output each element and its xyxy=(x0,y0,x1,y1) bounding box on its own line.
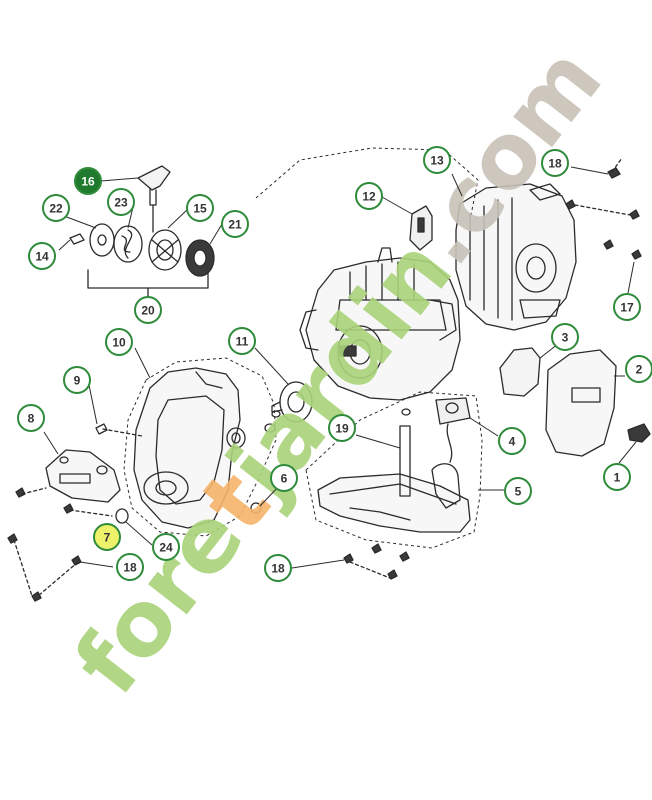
callout-label: 8 xyxy=(28,412,35,426)
callout-label: 1 xyxy=(614,471,621,485)
callout-label: 14 xyxy=(35,250,49,264)
callout-label: 15 xyxy=(193,202,207,216)
callout-circle xyxy=(152,533,180,561)
callout-label: 20 xyxy=(141,304,155,318)
callout-label: 18 xyxy=(123,561,137,575)
callout-label: 18 xyxy=(271,562,285,576)
callout-c6[interactable]: 6 xyxy=(270,464,298,492)
callout-c13[interactable]: 13 xyxy=(423,146,451,174)
fuel-tank-part xyxy=(317,408,471,533)
callout-label: 7 xyxy=(104,531,111,545)
carburetor-part xyxy=(435,397,471,463)
callout-c8[interactable]: 8 xyxy=(17,404,45,432)
callout-c14[interactable]: 14 xyxy=(28,242,56,270)
callout-label: 9 xyxy=(74,374,81,388)
callout-c18a[interactable]: 18 xyxy=(541,149,569,177)
air-filter-part xyxy=(499,347,651,457)
callout-label: 12 xyxy=(362,190,376,204)
ignition-part xyxy=(409,205,433,251)
callout-label: 6 xyxy=(281,472,288,486)
callout-label: 19 xyxy=(335,422,349,436)
callout-c11[interactable]: 11 xyxy=(228,327,256,355)
callout-c22[interactable]: 22 xyxy=(42,194,70,222)
callout-circle xyxy=(42,194,70,222)
cover-plate-part xyxy=(45,449,121,503)
callout-label: 4 xyxy=(509,435,516,449)
callout-label: 18 xyxy=(548,157,562,171)
callout-label: 13 xyxy=(430,154,444,168)
callout-circle xyxy=(228,327,256,355)
starter-handle-part xyxy=(137,165,171,233)
callout-circle xyxy=(355,182,383,210)
callout-c16[interactable]: 16 xyxy=(74,167,102,195)
callout-label: 10 xyxy=(112,336,126,350)
callout-circle xyxy=(328,414,356,442)
small-screws xyxy=(7,487,262,602)
callout-circle xyxy=(116,553,144,581)
callout-label: 24 xyxy=(159,541,173,555)
callout-label: 2 xyxy=(636,363,643,377)
callout-c17[interactable]: 17 xyxy=(613,293,641,321)
callout-c3[interactable]: 3 xyxy=(551,323,579,351)
callout-circle xyxy=(603,463,631,491)
callout-c9[interactable]: 9 xyxy=(63,366,91,394)
callout-c18b[interactable]: 18 xyxy=(116,553,144,581)
clutch-drum-part xyxy=(271,381,313,423)
callout-label: 22 xyxy=(49,202,63,216)
callout-c7[interactable]: 7 xyxy=(93,523,121,551)
callout-c10[interactable]: 10 xyxy=(105,328,133,356)
engine-shroud-part xyxy=(455,183,577,331)
callout-circle xyxy=(551,323,579,351)
callout-circle xyxy=(63,366,91,394)
tank-screws xyxy=(343,543,410,580)
parts-line-art xyxy=(7,157,651,602)
callout-circle xyxy=(625,355,652,383)
callout-circle xyxy=(186,194,214,222)
callout-c20[interactable]: 20 xyxy=(134,296,162,324)
leader-lines xyxy=(43,166,637,569)
group-outlines xyxy=(123,147,483,549)
callout-label: 21 xyxy=(228,218,242,232)
callout-circle xyxy=(613,293,641,321)
callout-circle xyxy=(221,210,249,238)
callout-c5[interactable]: 5 xyxy=(504,477,532,505)
fan-housing-part xyxy=(133,367,276,529)
callout-label: 16 xyxy=(81,175,95,189)
callout-c24[interactable]: 24 xyxy=(152,533,180,561)
callout-label: 3 xyxy=(562,331,569,345)
callout-circle xyxy=(28,242,56,270)
callout-label: 17 xyxy=(620,301,634,315)
callout-c12[interactable]: 12 xyxy=(355,182,383,210)
callout-c2[interactable]: 2 xyxy=(625,355,652,383)
callout-circle xyxy=(423,146,451,174)
callout-c19[interactable]: 19 xyxy=(328,414,356,442)
callout-c23[interactable]: 23 xyxy=(107,188,135,216)
callout-circle xyxy=(74,167,102,195)
callout-label: 11 xyxy=(236,335,249,349)
bolt-part-9 xyxy=(95,423,143,437)
callout-c21[interactable]: 21 xyxy=(221,210,249,238)
callout-circle xyxy=(93,523,121,551)
callout-circle xyxy=(270,464,298,492)
starter-pulley-assembly xyxy=(69,223,215,301)
callout-circle xyxy=(264,554,292,582)
callout-circle xyxy=(17,404,45,432)
callout-c1[interactable]: 1 xyxy=(603,463,631,491)
engine-block-part xyxy=(299,247,461,401)
callout-c4[interactable]: 4 xyxy=(498,427,526,455)
callout-circle xyxy=(541,149,569,177)
callout-c18c[interactable]: 18 xyxy=(264,554,292,582)
shroud-screws xyxy=(565,157,642,260)
callout-circle xyxy=(498,427,526,455)
callout-circle xyxy=(504,477,532,505)
callout-label: 23 xyxy=(114,196,128,210)
callout-circle xyxy=(107,188,135,216)
callout-label: 5 xyxy=(515,485,522,499)
callout-c15[interactable]: 15 xyxy=(186,194,214,222)
callout-circle xyxy=(134,296,162,324)
callout-circle xyxy=(105,328,133,356)
